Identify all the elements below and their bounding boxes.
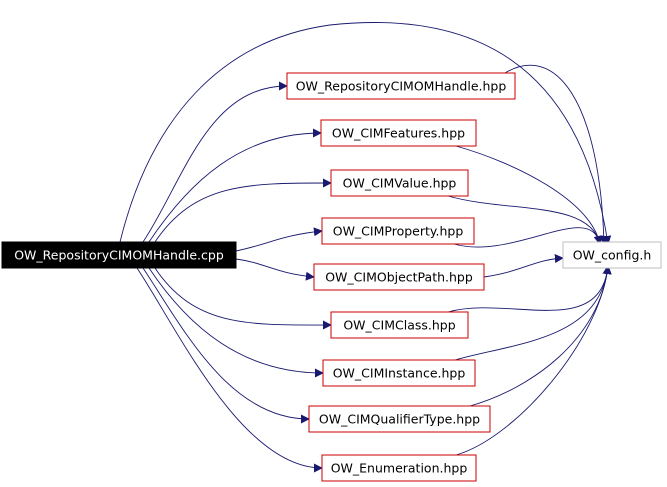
edge-header-5-to-config [483, 254, 564, 278]
header-node-4-box [321, 217, 475, 245]
edge-header-4-to-config [453, 227, 603, 248]
edge-source-to-header-9 [136, 267, 323, 473]
header-node-5-label: OW_CIMObjectPath.hpp [325, 270, 473, 285]
header-node-8-label: OW_CIMQualifierType.hpp [319, 412, 480, 427]
header-node-3-box [330, 169, 469, 197]
dependency-edges [119, 22, 612, 473]
header-node-9-box [321, 454, 477, 482]
edge-header-2-to-config [455, 145, 603, 245]
header-node-7[interactable]: OW_CIMInstance.hpp [322, 359, 476, 387]
header-node-5[interactable]: OW_CIMObjectPath.hpp [313, 263, 485, 291]
edge-header-7-to-config [454, 265, 612, 361]
header-node-3[interactable]: OW_CIMValue.hpp [330, 169, 469, 197]
target-config-node[interactable]: OW_config.h [562, 241, 662, 269]
source-file-node[interactable]: OW_RepositoryCIMOMHandle.cpp [1, 241, 237, 269]
source-file-node-box [1, 241, 237, 269]
header-node-8[interactable]: OW_CIMQualifierType.hpp [308, 405, 491, 433]
header-node-2-label: OW_CIMFeatures.hpp [332, 126, 465, 141]
header-node-7-box [322, 359, 476, 387]
edge-header-1-to-config [504, 64, 609, 245]
edge-header-3-to-config [447, 195, 603, 245]
header-node-1-box [286, 72, 516, 100]
header-node-9[interactable]: OW_Enumeration.hpp [321, 454, 477, 482]
edge-source-to-header-3 [154, 178, 332, 243]
header-node-5-box [313, 263, 485, 291]
edge-source-to-header-4 [235, 227, 323, 252]
header-node-4-label: OW_CIMProperty.hpp [333, 224, 464, 239]
edge-source-to-header-7 [148, 267, 324, 378]
header-node-8-box [308, 405, 491, 433]
header-node-6-box [330, 311, 469, 339]
target-config-node-label: OW_config.h [573, 248, 652, 263]
header-node-6-label: OW_CIMClass.hpp [343, 318, 455, 333]
edge-source-to-header-1 [142, 81, 288, 243]
edge-source-to-header-6 [154, 267, 332, 330]
source-file-node-label: OW_RepositoryCIMOMHandle.cpp [14, 248, 224, 263]
edge-source-to-header-8 [142, 267, 310, 424]
header-node-7-label: OW_CIMInstance.hpp [333, 366, 466, 381]
header-node-4[interactable]: OW_CIMProperty.hpp [321, 217, 475, 245]
edge-header-9-to-config [455, 265, 612, 456]
edge-header-6-to-config [447, 265, 612, 313]
header-node-2-box [320, 119, 477, 147]
header-node-1[interactable]: OW_RepositoryCIMOMHandle.hpp [286, 72, 516, 100]
edge-source-to-config [119, 22, 612, 245]
header-node-1-label: OW_RepositoryCIMOMHandle.hpp [296, 79, 507, 94]
header-node-3-label: OW_CIMValue.hpp [343, 176, 457, 191]
header-node-2[interactable]: OW_CIMFeatures.hpp [320, 119, 477, 147]
edge-source-to-header-2 [148, 128, 322, 243]
edge-source-to-header-5 [235, 258, 315, 281]
header-node-6[interactable]: OW_CIMClass.hpp [330, 311, 469, 339]
header-node-9-label: OW_Enumeration.hpp [331, 461, 468, 476]
target-config-node-box [562, 241, 662, 269]
edge-header-8-to-config [469, 265, 612, 407]
